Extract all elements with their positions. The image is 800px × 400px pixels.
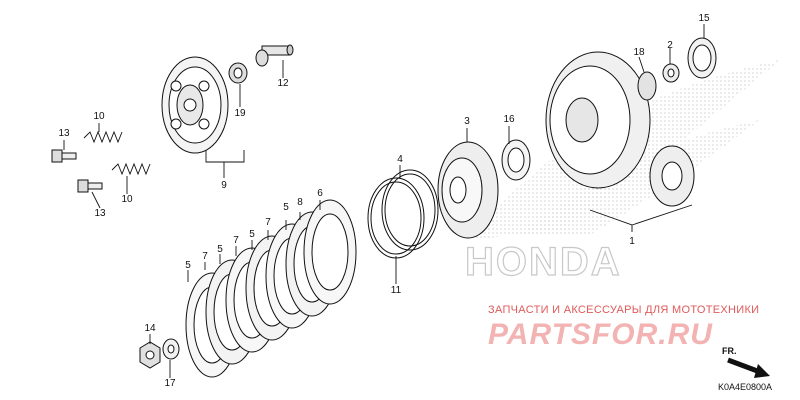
lifter-rod <box>255 44 294 67</box>
part-number-7c: 7 <box>265 217 271 228</box>
bolts <box>51 149 103 193</box>
part-number-19: 19 <box>234 108 246 119</box>
honda-watermark-text: HONDA <box>465 240 622 284</box>
part-number-5b: 5 <box>217 244 223 255</box>
collar <box>662 63 680 83</box>
part-number-8: 8 <box>297 197 303 208</box>
clutch-center <box>437 141 499 239</box>
bearing <box>228 62 248 84</box>
part-number-1: 1 <box>629 236 635 247</box>
part-number-17: 17 <box>164 378 176 389</box>
part-number-12: 12 <box>277 78 289 89</box>
part-labels: 1 2 3 4 5 5 5 5 6 7 7 7 8 9 10 10 11 12 … <box>58 13 710 389</box>
judder-rings <box>367 169 439 259</box>
diagram-code: K0A4E0800A <box>718 382 773 392</box>
leader-lines <box>63 24 705 378</box>
part-number-10b: 10 <box>121 194 133 205</box>
part-number-15: 15 <box>698 13 710 24</box>
part-number-7a: 7 <box>202 251 208 262</box>
part-number-5d: 5 <box>283 202 289 213</box>
part-number-18: 18 <box>633 47 645 58</box>
part-number-14: 14 <box>144 323 156 334</box>
part-number-7b: 7 <box>233 235 239 246</box>
needle-bearing <box>637 71 657 101</box>
part-number-4: 4 <box>397 154 403 165</box>
part-number-13b: 13 <box>94 208 106 219</box>
clutch-springs <box>83 130 151 176</box>
clutch-disc-stack <box>185 199 357 378</box>
part-number-16: 16 <box>503 114 515 125</box>
part-number-3: 3 <box>464 116 470 127</box>
part-number-5c: 5 <box>249 229 255 240</box>
front-arrow-icon <box>727 357 770 378</box>
front-direction-label: FR. <box>722 346 737 356</box>
lock-nut <box>139 341 161 369</box>
thrust-washer-outer <box>687 37 717 79</box>
part-number-9: 9 <box>221 180 227 191</box>
shop-watermark-logo: PARTSFOR.RU <box>488 318 713 351</box>
part-number-10a: 10 <box>93 111 105 122</box>
part-number-5a: 5 <box>185 260 191 271</box>
part-number-6: 6 <box>317 188 323 199</box>
part-number-11: 11 <box>391 285 402 296</box>
lock-washer <box>162 338 180 360</box>
part-number-2: 2 <box>667 40 673 51</box>
pressure-plate <box>161 56 229 154</box>
clutch-outer <box>545 51 695 207</box>
shop-watermark-text: ЗАПЧАСТИ И АКСЕССУАРЫ ДЛЯ МОТОТЕХНИКИ <box>488 304 760 316</box>
part-number-13a: 13 <box>58 128 70 139</box>
thrust-washer <box>501 139 531 181</box>
